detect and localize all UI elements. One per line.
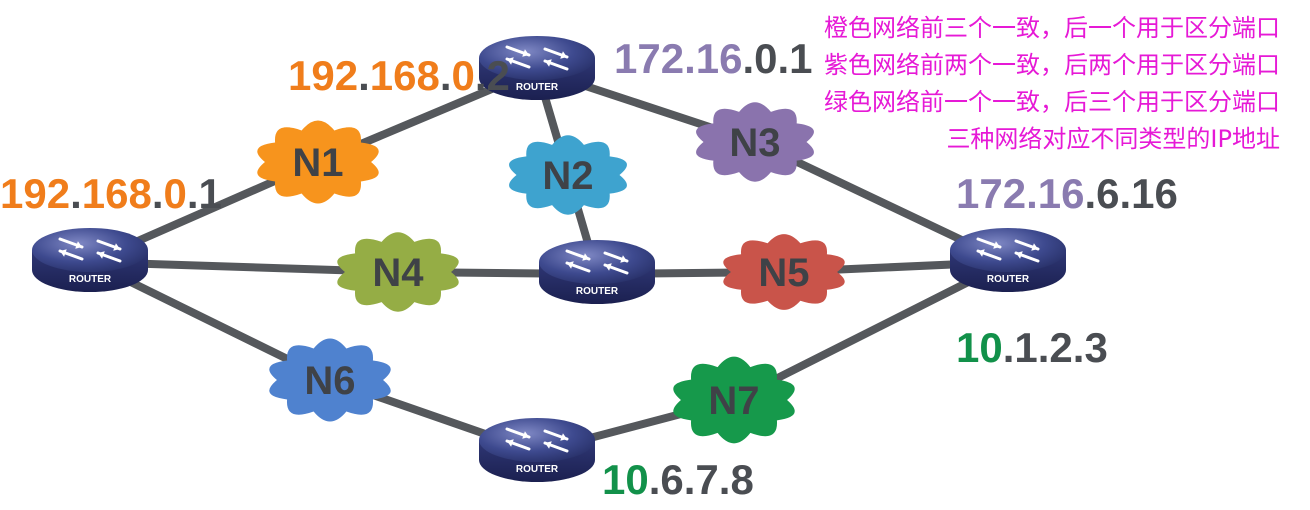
ip-192-168-0-2: 192.168.0.2 — [288, 52, 510, 99]
ip-segment: 16 — [696, 35, 743, 82]
router-label: ROUTER — [69, 274, 112, 285]
network-label-n7: N7 — [708, 379, 759, 423]
router-arrowhead — [560, 51, 567, 59]
ip-segment: 192 — [0, 170, 70, 217]
ip-segment: 10 — [602, 456, 649, 503]
ip-segment: 0 — [164, 170, 187, 217]
cloud-shape — [257, 120, 379, 204]
network-label-n2: N2 — [542, 154, 593, 198]
router-center: ROUTER — [539, 240, 655, 304]
routers: ROUTER ROUTER ROUTER ROUTER ROUTER — [32, 36, 1066, 482]
network-label-n1: N1 — [292, 141, 343, 185]
router-arrowhead — [978, 249, 985, 257]
cloud-n4: N4 — [337, 232, 459, 312]
cloud-shape — [509, 135, 627, 215]
ip-172-16-6-16: 172.16.6.16 — [956, 170, 1178, 217]
cloud-n1: N1 — [257, 120, 379, 204]
ip-segment: .1.2.3 — [1003, 324, 1108, 371]
ip-segment: 172 — [956, 170, 1026, 217]
ip-segment: 192 — [288, 52, 358, 99]
router-arrowhead — [1016, 251, 1023, 259]
ip-segment: 168 — [82, 170, 152, 217]
cloud-shape — [673, 356, 795, 444]
router-arrowhead — [522, 431, 529, 439]
router-top — [32, 228, 148, 272]
ip-192-168-0-1: 192.168.0.1 — [0, 170, 222, 217]
ip-segment: 172 — [614, 35, 684, 82]
router-arrowhead — [60, 249, 67, 257]
cloud-shape — [269, 338, 391, 422]
network-link — [730, 258, 1012, 404]
ip-segment: 0 — [452, 52, 475, 99]
cloud-n5: N5 — [723, 234, 845, 310]
router-top — [479, 418, 595, 462]
ip-segment: . — [684, 35, 696, 82]
router-arrowhead — [545, 441, 552, 449]
ip-segment: .6.7.8 — [649, 456, 754, 503]
annotation-green: 绿色网络前一个一致，后三个用于区分端口 — [824, 88, 1280, 116]
cloud-n6: N6 — [269, 338, 391, 422]
annotation-purple: 紫色网络前两个一致，后两个用于区分端口 — [824, 51, 1280, 79]
router-arrowhead — [582, 253, 589, 261]
ip-segment: . — [70, 170, 82, 217]
cloud-n7: N7 — [673, 356, 795, 444]
ip-segment: . — [358, 52, 370, 99]
cloud-shape — [337, 232, 459, 312]
ip-segment: .6.16 — [1084, 170, 1177, 217]
router-left: ROUTER — [32, 228, 148, 292]
ip-segment: .0.1 — [742, 35, 812, 82]
ip-segment: .1 — [187, 170, 222, 217]
router-arrowhead — [1031, 243, 1038, 251]
network-label-n4: N4 — [372, 251, 424, 295]
router-arrowhead — [75, 241, 82, 249]
cloud-shape — [723, 234, 845, 310]
ip-segment: . — [440, 52, 452, 99]
ip-segment: .2 — [475, 52, 510, 99]
router-arrowhead — [993, 241, 1000, 249]
ip-labels: 192.168.0.2192.168.0.1172.16.0.1172.16.6… — [0, 35, 1178, 503]
router-label: ROUTER — [516, 464, 559, 475]
cloud-n2: N2 — [509, 135, 627, 215]
ip-segment: . — [1026, 170, 1038, 217]
ip-segment: 168 — [370, 52, 440, 99]
router-arrowhead — [545, 59, 552, 67]
network-label-n5: N5 — [758, 251, 809, 295]
network-label-n6: N6 — [304, 359, 355, 403]
router-arrowhead — [620, 255, 627, 263]
router-top: ROUTER — [479, 36, 595, 100]
cloud-n3: N3 — [696, 102, 814, 182]
annotation-orange: 橙色网络前三个一致，后一个用于区分端口 — [824, 14, 1280, 42]
ip-10-6-7-8: 10.6.7.8 — [602, 456, 754, 503]
router-arrowhead — [522, 49, 529, 57]
annotation-summary: 三种网络对应不同类型的IP地址 — [946, 125, 1280, 153]
router-label: ROUTER — [576, 286, 619, 297]
ip-segment: . — [152, 170, 164, 217]
ip-segment: 16 — [1038, 170, 1085, 217]
router-arrowhead — [113, 243, 120, 251]
router-arrowhead — [567, 261, 574, 269]
router-top — [950, 228, 1066, 272]
router-arrowhead — [98, 251, 105, 259]
router-arrowhead — [605, 263, 612, 271]
ip-segment: 10 — [956, 324, 1003, 371]
ip-10-1-2-3: 10.1.2.3 — [956, 324, 1108, 371]
network-label-n3: N3 — [729, 121, 780, 165]
router-arrowhead — [507, 57, 514, 65]
router-label: ROUTER — [987, 274, 1030, 285]
router-arrowhead — [507, 439, 514, 447]
router-bottom: ROUTER — [479, 418, 595, 482]
router-arrowhead — [560, 433, 567, 441]
annotation-block: 橙色网络前三个一致，后一个用于区分端口 紫色网络前两个一致，后两个用于区分端口 … — [760, 10, 1280, 158]
router-top — [539, 240, 655, 284]
ip-172-16-0-1: 172.16.0.1 — [614, 35, 813, 82]
cloud-shape — [696, 102, 814, 182]
router-label: ROUTER — [516, 82, 559, 93]
router-right: ROUTER — [950, 228, 1066, 292]
